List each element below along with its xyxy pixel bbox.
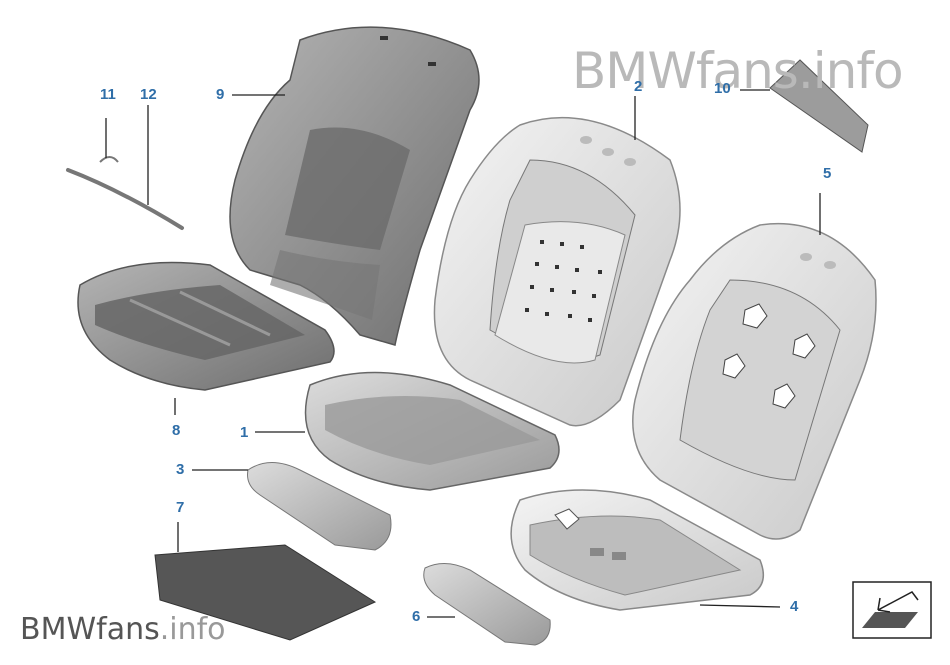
insulation-mat [154, 544, 377, 641]
callout-9: 9 [216, 86, 225, 103]
backrest-trim-frame [632, 223, 877, 540]
small-foam-pad [423, 563, 551, 646]
callout-5: 5 [823, 165, 832, 182]
seat-cushion-cover [304, 371, 560, 491]
orientation-arrow-icon [852, 581, 932, 639]
callout-3: 3 [176, 461, 185, 478]
callout-10: 10 [714, 80, 731, 97]
wire-rod-part-11-12 [66, 156, 184, 230]
callout-12: 12 [140, 86, 157, 103]
watermark-bottom: BMWfans.info [20, 612, 226, 647]
seat-frame-cover [510, 489, 765, 611]
callout-4: 4 [790, 598, 799, 615]
callout-2: 2 [634, 78, 643, 95]
callout-8: 8 [172, 422, 181, 439]
callout-6: 6 [412, 608, 421, 625]
watermark-bottom-suffix: .info [159, 612, 226, 647]
backrest-foam-dark [229, 26, 480, 346]
backrest-cover [433, 116, 681, 427]
callout-7: 7 [176, 499, 185, 516]
callout-1: 1 [240, 424, 249, 441]
seat-cushion-dark [77, 261, 335, 391]
watermark-top: BMWfans.info [572, 42, 904, 100]
thigh-support-pad [247, 462, 392, 551]
leader-lines [105, 89, 821, 618]
watermark-bottom-brand: BMWfans [20, 612, 160, 647]
callout-11: 11 [100, 86, 116, 103]
backrest-panel-part-10 [769, 59, 869, 153]
